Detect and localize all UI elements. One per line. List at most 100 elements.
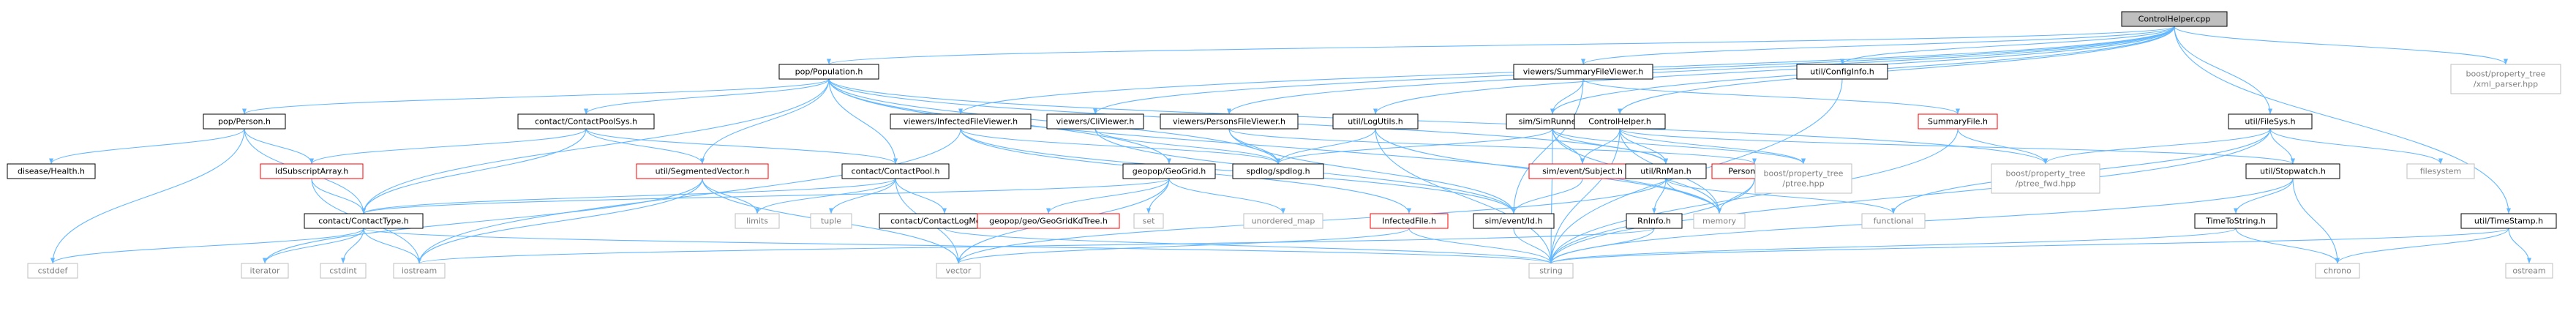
edge-summaryFileViewer-to-summaryFile — [1582, 78, 1960, 115]
edge-fileSys-to-ptreeFwd — [2043, 128, 2271, 165]
node-box — [1918, 113, 1998, 130]
edge-cliViewer-to-spdlog — [1094, 128, 1280, 165]
node-label: boost/property_tree — [2006, 169, 2086, 179]
edge-contactLogMode-to-string — [944, 228, 1553, 264]
node-persons-file-viewer[interactable]: viewers/PersonsFileViewer.h — [1160, 113, 1299, 130]
node-health-h[interactable]: disease/Health.h — [7, 163, 96, 179]
node-label: ControlHelper.cpp — [2138, 15, 2211, 24]
node-cli-viewer[interactable]: viewers/CliViewer.h — [1046, 113, 1144, 130]
edge-root-to-timeStamp — [2174, 26, 2512, 214]
edge-fileSys-to-stopwatch — [2269, 128, 2296, 165]
node-label: vector — [946, 266, 972, 276]
node-label: functional — [1874, 217, 1914, 226]
edge-timeToString-to-chrono — [2235, 228, 2340, 264]
node-iterator: iterator — [241, 263, 289, 279]
edge-personsFileViewer-to-simId — [1228, 128, 1517, 214]
edge-contactPoolSys-to-contactPool — [585, 128, 898, 165]
edge-root-to-logUtils — [1373, 26, 2175, 115]
node-box — [393, 263, 446, 279]
edge-root-to-configInfo — [1840, 26, 2175, 65]
node-config-info[interactable]: util/ConfigInfo.h — [1796, 64, 1888, 80]
node-rn-man[interactable]: util/RnMan.h — [1625, 163, 1707, 179]
edge-contactType-to-iterator — [262, 228, 364, 264]
node-label: geopop/GeoGrid.h — [1133, 167, 1206, 176]
node-label: filesystem — [2420, 167, 2462, 176]
edge-fileSys-to-string — [1549, 128, 2271, 264]
node-box — [778, 64, 879, 80]
node-label: sim/event/Id.h — [1485, 217, 1543, 226]
edge-controlHelperH-to-ptree — [1619, 128, 1806, 165]
node-label: contact/ContactPoolSys.h — [535, 117, 637, 127]
node-contact-pool-sys[interactable]: contact/ContactPoolSys.h — [517, 113, 655, 130]
node-box — [890, 113, 1032, 130]
node-label: util/ConfigInfo.h — [1810, 67, 1874, 77]
edge-population-to-memory — [828, 78, 1721, 214]
edge-segmentedVector-to-iostream — [416, 178, 703, 264]
node-population[interactable]: pop/Population.h — [778, 64, 879, 80]
edge-simRunner-to-ptree — [1552, 128, 1806, 165]
node-label: pop/Population.h — [795, 67, 863, 77]
node-iostream: iostream — [393, 263, 446, 279]
node-spdlog[interactable]: spdlog/spdlog.h — [1232, 163, 1324, 179]
node-control-helper-h[interactable]: ControlHelper.h — [1574, 113, 1666, 130]
node-label: disease/Health.h — [18, 167, 85, 176]
node-box — [1528, 263, 1574, 279]
node-rn-info[interactable]: RnInfo.h — [1626, 213, 1683, 229]
edge-contactPoolSys-to-segmentedVector — [585, 128, 705, 165]
edge-contactPoolSys-to-idSubscriptArray — [309, 128, 587, 165]
node-infected-file[interactable]: InfectedFile.h — [1370, 213, 1449, 229]
node-box — [1513, 64, 1653, 80]
node-label: InfectedFile.h — [1382, 217, 1436, 226]
node-box — [1796, 64, 1888, 80]
node-box — [977, 213, 1120, 229]
node-geo-grid[interactable]: geopop/GeoGrid.h — [1122, 163, 1216, 179]
edge-root-to-summaryFileViewer — [1581, 26, 2175, 65]
node-file-sys[interactable]: util/FileSys.h — [2228, 113, 2313, 130]
node-summary-file-viewer[interactable]: viewers/SummaryFileViewer.h — [1513, 64, 1653, 80]
node-log-utils[interactable]: util/LogUtils.h — [1332, 113, 1419, 130]
node-box — [1626, 213, 1683, 229]
node-contact-type[interactable]: contact/ContactType.h — [304, 213, 424, 229]
edge-fileSys-to-filesystem — [2269, 128, 2444, 165]
edge-population-to-person — [242, 78, 830, 115]
node-time-to-string[interactable]: TimeToString.h — [2194, 213, 2278, 229]
edge-personsFileViewer-to-personsFile — [1228, 128, 1757, 165]
node-contact-pool[interactable]: contact/ContactPool.h — [841, 163, 950, 179]
node-infected-file-viewer[interactable]: viewers/InfectedFileViewer.h — [890, 113, 1032, 130]
edge-rnMan-to-memory — [1665, 178, 1722, 214]
edge-population-to-contactPoolSys — [584, 78, 830, 115]
node-id-subscript-array[interactable]: IdSubscriptArray.h — [260, 163, 364, 179]
edge-root-to-xmlParser — [2174, 26, 2508, 65]
node-label: /xml_parser.hpp — [2474, 80, 2538, 89]
node-box — [320, 263, 367, 279]
edge-timeStamp-to-ostream — [2508, 228, 2532, 264]
node-label: memory — [1702, 217, 1736, 226]
node-box — [304, 213, 424, 229]
node-label: boost/property_tree — [2466, 70, 2546, 79]
node-box — [2406, 163, 2475, 179]
node-root[interactable]: ControlHelper.cpp — [2121, 11, 2228, 27]
node-functional: functional — [1861, 213, 1926, 229]
node-box — [7, 163, 96, 179]
node-sim-subject[interactable]: sim/event/Subject.h — [1528, 163, 1637, 179]
node-sim-id[interactable]: sim/event/Id.h — [1473, 213, 1555, 229]
node-stopwatch[interactable]: util/Stopwatch.h — [2245, 163, 2340, 179]
node-box — [2450, 64, 2561, 94]
edge-contactType-to-string — [363, 228, 1553, 264]
edge-infectedFile-to-vector — [956, 228, 1410, 264]
edge-contactPool-to-limits — [754, 178, 896, 214]
node-time-stamp[interactable]: util/TimeStamp.h — [2460, 213, 2557, 229]
node-ostream: ostream — [2505, 263, 2553, 279]
edge-contactType-to-cstdint — [340, 228, 364, 264]
node-person[interactable]: pop/Person.h — [203, 113, 286, 130]
node-label: TimeToString.h — [2205, 217, 2266, 226]
edge-population-to-contactPool — [828, 78, 898, 165]
node-label: cstddef — [38, 266, 69, 276]
node-summary-file[interactable]: SummaryFile.h — [1918, 113, 1998, 130]
edge-root-to-controlHelperH — [1618, 26, 2175, 115]
edge-summaryFile-to-ptreeFwd — [1957, 128, 2049, 165]
node-segmented-vector[interactable]: util/SegmentedVector.h — [636, 163, 769, 179]
node-geo-grid-kd-tree[interactable]: geopop/geo/GeoGridKdTree.h — [977, 213, 1120, 229]
node-ptree: boost/property_tree/ptree.hpp — [1754, 163, 1852, 194]
